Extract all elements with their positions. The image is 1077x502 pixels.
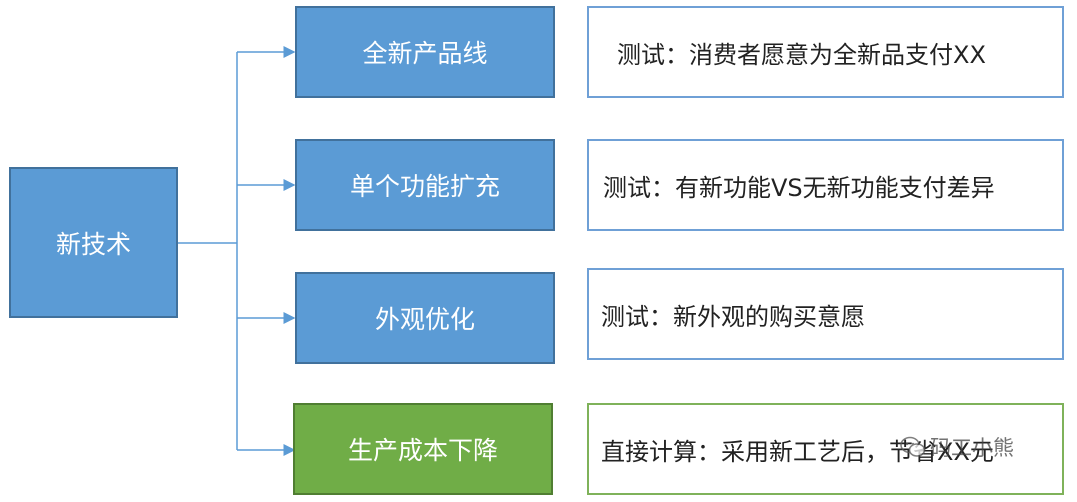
note-text-4: 直接计算：采用新工艺后，节省XX元 (601, 437, 994, 466)
branch-node-2: 单个功能扩充 (295, 139, 555, 231)
branch-node-3: 外观优化 (295, 272, 555, 364)
branch-label-3: 外观优化 (374, 305, 475, 334)
root-label: 新技术 (55, 229, 131, 259)
branch-label-2: 单个功能扩充 (349, 172, 500, 201)
branch-node-1: 全新产品线 (295, 6, 555, 98)
branch-node-4: 生产成本下降 (293, 403, 553, 495)
note-text-3: 测试：新外观的购买意愿 (601, 302, 865, 331)
note-box-3: 测试：新外观的购买意愿 (587, 268, 1064, 360)
branch-label-1: 全新产品线 (362, 39, 488, 68)
note-box-4: 直接计算：采用新工艺后，节省XX元 (587, 403, 1064, 495)
root-node: 新技术 (9, 167, 178, 318)
note-box-2: 测试：有新功能VS无新功能支付差异 (587, 139, 1064, 231)
watermark-text: 码工小熊 (930, 436, 1014, 460)
wechat-icon (900, 436, 926, 457)
note-text-2: 测试：有新功能VS无新功能支付差异 (603, 173, 995, 202)
note-text-1: 测试：消费者愿意为全新品支付XX (617, 40, 986, 69)
watermark: 码工小熊 (900, 432, 1014, 462)
branch-label-4: 生产成本下降 (347, 436, 498, 465)
note-box-1: 测试：消费者愿意为全新品支付XX (587, 6, 1064, 98)
